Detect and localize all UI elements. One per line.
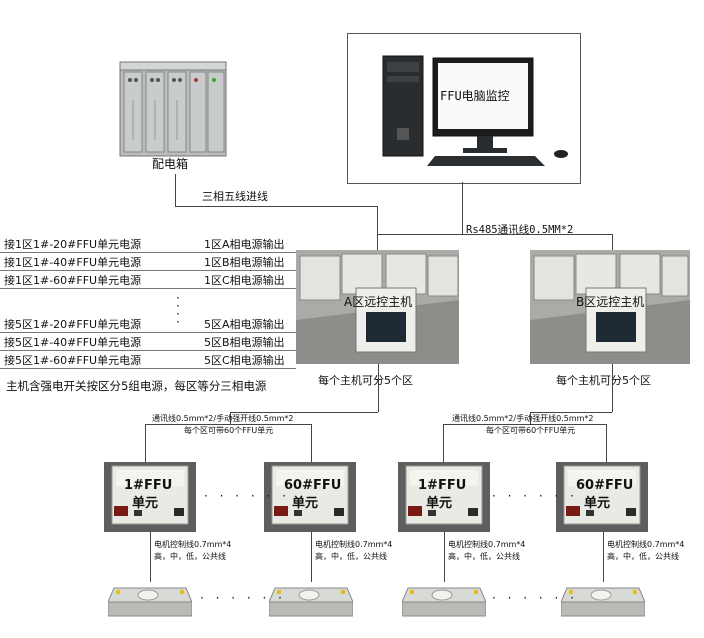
table-row-right: 5区B相电源输出 xyxy=(204,336,285,349)
pc-screen-text: FFU电脑监控 xyxy=(440,89,510,103)
comm-b-line2: 每个区可带60个FFU单元 xyxy=(486,426,576,435)
comm-a-host-link xyxy=(230,412,231,424)
motor-note-line1: 电机控制线0.7mm*4 xyxy=(154,540,232,549)
rs485-label: Rs485通讯线0.5MM*2 xyxy=(466,224,574,236)
table-row-line xyxy=(0,368,296,369)
ffu-unit-sublabel: 单元 xyxy=(426,496,453,511)
dots-b-fans: · · · · · · xyxy=(492,591,578,605)
ffu-unit-label: 1#FFU xyxy=(418,478,467,493)
ffu-unit-label: 1#FFU xyxy=(124,478,173,493)
table-row-line xyxy=(0,252,296,253)
table-row-left: 接5区1#-40#FFU单元电源 xyxy=(4,336,142,349)
comm-b-host-join xyxy=(530,412,612,413)
table-row-line xyxy=(0,270,296,271)
ffu-control-unit xyxy=(264,462,356,532)
host-a-caption: 每个主机可分5个区 xyxy=(318,374,413,387)
motor-line xyxy=(603,532,604,582)
fan-filter-icon xyxy=(401,587,487,617)
fan-filter-unit xyxy=(107,580,193,618)
host-a-label: A区远控主机 xyxy=(344,295,413,309)
ffu-unit-label: 60#FFU xyxy=(576,478,634,493)
comm-b-left-drop xyxy=(443,424,444,462)
power-cabinet-image xyxy=(119,61,227,157)
fan-filter-unit xyxy=(268,580,354,618)
rs485-horizontal xyxy=(377,234,612,235)
comm-b-vertical xyxy=(612,364,613,412)
table-row-right: 1区A相电源输出 xyxy=(204,238,285,251)
power-line-horizontal xyxy=(175,206,377,207)
table-row-left: 接1区1#-20#FFU单元电源 xyxy=(4,238,142,251)
comm-a-right-drop xyxy=(311,424,312,462)
fan-filter-icon xyxy=(268,587,354,617)
main-note: 主机含强电开关按区分5组电源，每区等分三相电源 xyxy=(6,379,267,393)
motor-note-line2: 高，中，低，公共线 xyxy=(154,552,226,561)
comm-a-left-drop xyxy=(145,424,146,462)
dots-b-units: · · · · · · xyxy=(492,489,578,503)
table-row-left: 接1区1#-40#FFU单元电源 xyxy=(4,256,142,269)
power-in-label: 三相五线进线 xyxy=(202,190,268,203)
table-ellipsis: ···· xyxy=(176,291,180,329)
dots-a-fans: · · · · · · xyxy=(200,591,286,605)
ffu-unit-sublabel: 单元 xyxy=(292,496,319,511)
rs485-vertical xyxy=(462,182,463,234)
ffu-unit-sublabel: 单元 xyxy=(584,496,611,511)
host-a-photo xyxy=(296,250,459,364)
host-b-photo xyxy=(530,250,690,364)
dots-a-units: · · · · · · xyxy=(204,489,290,503)
power-cabinet xyxy=(118,60,228,158)
table-row-left: 接5区1#-60#FFU单元电源 xyxy=(4,354,142,367)
table-row-line xyxy=(0,332,296,333)
table-row-right: 5区C相电源输出 xyxy=(204,354,285,367)
table-row-right: 1区C相电源输出 xyxy=(204,274,285,287)
comm-b-horizontal xyxy=(443,424,606,425)
ffu-unit-image xyxy=(264,462,356,532)
fan-filter-unit xyxy=(401,580,487,618)
motor-note-line1: 电机控制线0.7mm*4 xyxy=(315,540,393,549)
motor-line xyxy=(311,532,312,582)
host-b-label: B区远控主机 xyxy=(576,295,645,309)
motor-note-line1: 电机控制线0.7mm*4 xyxy=(448,540,526,549)
rs485-to-host-b xyxy=(612,234,613,254)
comm-a-horizontal xyxy=(145,424,311,425)
table-row-left: 接5区1#-20#FFU单元电源 xyxy=(4,318,142,331)
table-row-right: 1区B相电源输出 xyxy=(204,256,285,269)
comm-b-right-drop xyxy=(606,424,607,462)
table-row-line xyxy=(0,350,296,351)
motor-note-line2: 高，中，低，公共线 xyxy=(448,552,520,561)
comm-a-line2: 每个区可带60个FFU单元 xyxy=(184,426,274,435)
host-b-caption: 每个主机可分5个区 xyxy=(556,374,651,387)
power-cabinet-label: 配电箱 xyxy=(152,157,189,171)
ffu-unit-image xyxy=(104,462,196,532)
motor-line xyxy=(444,532,445,582)
ffu-unit-label: 60#FFU xyxy=(284,478,342,493)
host-a-image xyxy=(296,250,459,364)
power-line-to-host xyxy=(377,206,378,254)
power-line-vertical xyxy=(175,174,176,206)
comm-b-line1: 通讯线0.5mm*2/手动强开线0.5mm*2 xyxy=(452,414,594,423)
comm-a-vertical xyxy=(378,364,379,412)
ffu-control-unit xyxy=(104,462,196,532)
ffu-unit-image xyxy=(556,462,648,532)
fan-filter-icon xyxy=(107,587,193,617)
motor-line xyxy=(150,532,151,582)
ffu-unit-image xyxy=(398,462,490,532)
ffu-unit-sublabel: 单元 xyxy=(132,496,159,511)
table-row-left: 接1区1#-60#FFU单元电源 xyxy=(4,274,142,287)
motor-note-line2: 高，中，低，公共线 xyxy=(607,552,679,561)
comm-a-line1: 通讯线0.5mm*2/手动强开线0.5mm*2 xyxy=(152,414,294,423)
comm-b-host-link xyxy=(530,412,531,424)
computer-icon xyxy=(382,55,568,166)
comm-a-host-join xyxy=(230,412,378,413)
motor-note-line1: 电机控制线0.7mm*4 xyxy=(607,540,685,549)
ffu-control-unit xyxy=(556,462,648,532)
ffu-control-unit xyxy=(398,462,490,532)
host-b-image xyxy=(530,250,690,364)
table-row-right: 5区A相电源输出 xyxy=(204,318,285,331)
motor-note-line2: 高，中，低，公共线 xyxy=(315,552,387,561)
table-row-line xyxy=(0,288,296,289)
pc-image xyxy=(375,48,575,170)
